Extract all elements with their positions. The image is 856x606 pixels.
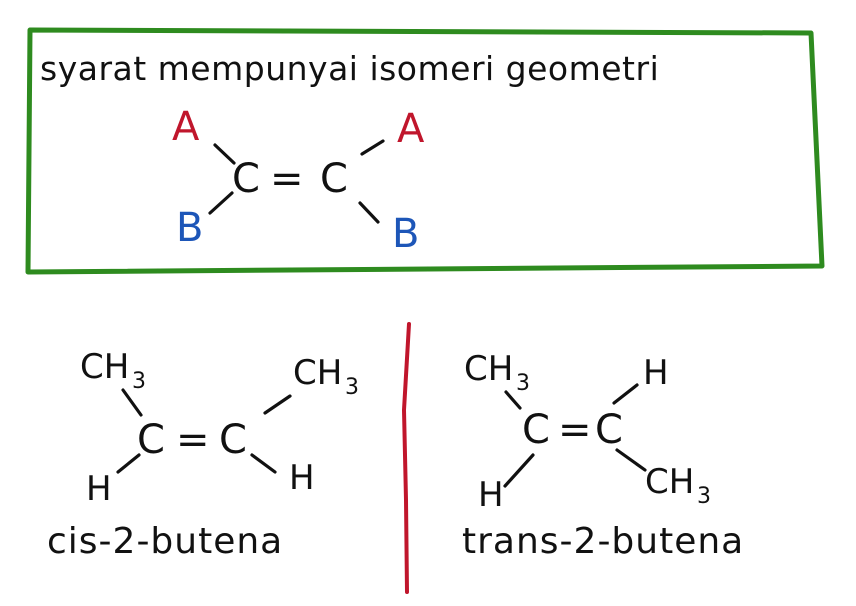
requirement-title: syarat mempunyai isomeri geometri [40, 49, 659, 88]
trans-bond-bottom-left [503, 453, 535, 488]
trans-double-bond: = [558, 407, 592, 453]
substituent-b-bottom-left: B [176, 205, 203, 251]
trans-bond-bottom-right [615, 448, 647, 472]
cis-bond-top-right [263, 394, 292, 415]
trans-bond-top-left [504, 390, 522, 410]
generic-double-bond: = [270, 156, 304, 202]
substituent-b-bottom-right: B [392, 211, 419, 257]
trans-bond-top-right [612, 383, 639, 405]
cis-top-left-sub: 3 [132, 369, 146, 394]
trans-left-carbon: C [522, 407, 550, 453]
cis-double-bond: = [176, 417, 210, 463]
bond-bottom-left [208, 191, 234, 215]
cis-bottom-right-h: H [289, 458, 315, 498]
divider-line [401, 322, 411, 594]
trans-bottom-left-h: H [478, 475, 504, 515]
bond-top-right [360, 139, 385, 156]
cis-top-right-ch: CH [293, 353, 342, 393]
cis-right-carbon: C [219, 417, 247, 463]
cis-bond-bottom-left [116, 453, 141, 474]
trans-top-left-ch: CH [464, 349, 513, 389]
cis-bottom-left-h: H [86, 469, 112, 509]
trans-name-label: trans-2-butena [462, 521, 744, 562]
trans-top-left-sub: 3 [516, 371, 530, 396]
substituent-a-top-left: A [172, 104, 200, 150]
trans-structure: CH 3 H C = C H CH 3 trans-2-butena [462, 349, 744, 562]
substituent-a-top-right: A [397, 106, 425, 152]
trans-right-carbon: C [595, 407, 623, 453]
cis-bond-top-left [121, 388, 143, 417]
trans-bottom-right-ch: CH [645, 462, 694, 502]
cis-top-right-sub: 3 [345, 375, 359, 400]
cis-name-label: cis-2-butena [47, 521, 283, 562]
trans-bottom-right-sub: 3 [697, 484, 711, 509]
cis-left-carbon: C [137, 417, 165, 463]
trans-top-right-h: H [643, 353, 669, 393]
requirement-box: syarat mempunyai isomeri geometri C = C … [25, 27, 825, 275]
cis-top-left-ch: CH [80, 347, 129, 387]
bond-bottom-right [358, 201, 380, 224]
cis-bond-bottom-right [250, 453, 277, 474]
requirement-frame [25, 27, 825, 275]
generic-left-carbon: C [232, 156, 260, 202]
cis-structure: CH 3 CH 3 C = C H H cis-2-butena [47, 347, 359, 562]
generic-right-carbon: C [320, 156, 348, 202]
bond-top-left [213, 143, 236, 165]
